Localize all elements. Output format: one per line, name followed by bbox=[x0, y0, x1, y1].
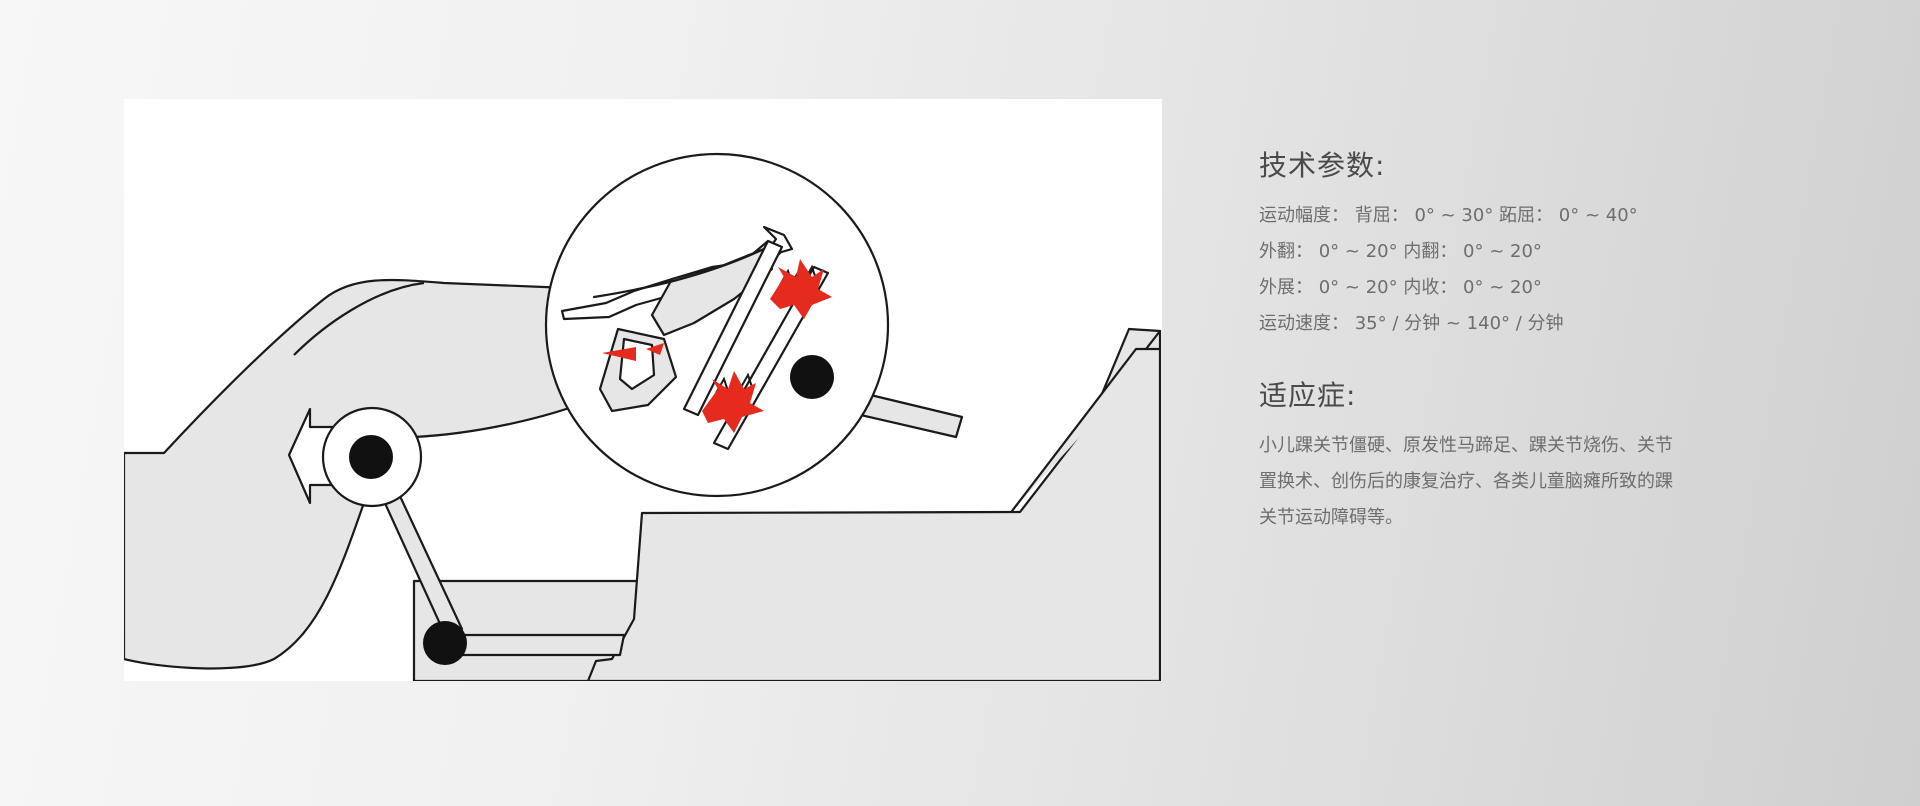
zoom-circle bbox=[544, 152, 890, 498]
lower-arm bbox=[442, 633, 626, 657]
spec-eversion-line: 外翻： 0° ~ 20° 内翻： 0° ~ 20° bbox=[1259, 241, 1542, 262]
foot-top-line bbox=[592, 247, 766, 299]
heel-force-arrow-2 bbox=[646, 343, 664, 355]
heel-force-arrow bbox=[602, 347, 636, 361]
ankle-cpm-illustration bbox=[124, 99, 1162, 681]
shin-upper-outline bbox=[293, 281, 425, 356]
lower-joint bbox=[423, 621, 467, 665]
spec-abduction-line: 外展： 0° ~ 20° 内收： 0° ~ 20° bbox=[1259, 277, 1542, 298]
upper-force-arrow bbox=[770, 259, 832, 319]
lower-force-arrow bbox=[702, 371, 764, 433]
illustration-svg bbox=[124, 152, 1162, 681]
indications-title: 适应症: bbox=[1259, 379, 1357, 412]
indications-text: 小儿踝关节僵硬、原发性马蹄足、踝关节烧伤、关节置换术、创伤后的康复治疗、各类儿童… bbox=[1259, 435, 1673, 528]
spec-speed-line: 运动速度： 35° / 分钟 ~ 140° / 分钟 bbox=[1259, 313, 1564, 334]
slab bbox=[1010, 347, 1162, 513]
platform bbox=[586, 329, 1162, 681]
specs-title: 技术参数: bbox=[1259, 149, 1386, 182]
spec-range-line: 运动幅度： 背屈： 0° ~ 30° 跖屈： 0° ~ 40° bbox=[1259, 205, 1638, 226]
foot-plate-inner bbox=[682, 239, 784, 417]
hinge-inner bbox=[349, 435, 393, 479]
info-panel: 技术参数: 运动幅度： 背屈： 0° ~ 30° 跖屈： 0° ~ 40° 外翻… bbox=[1259, 148, 1719, 536]
right-joint bbox=[790, 355, 834, 399]
